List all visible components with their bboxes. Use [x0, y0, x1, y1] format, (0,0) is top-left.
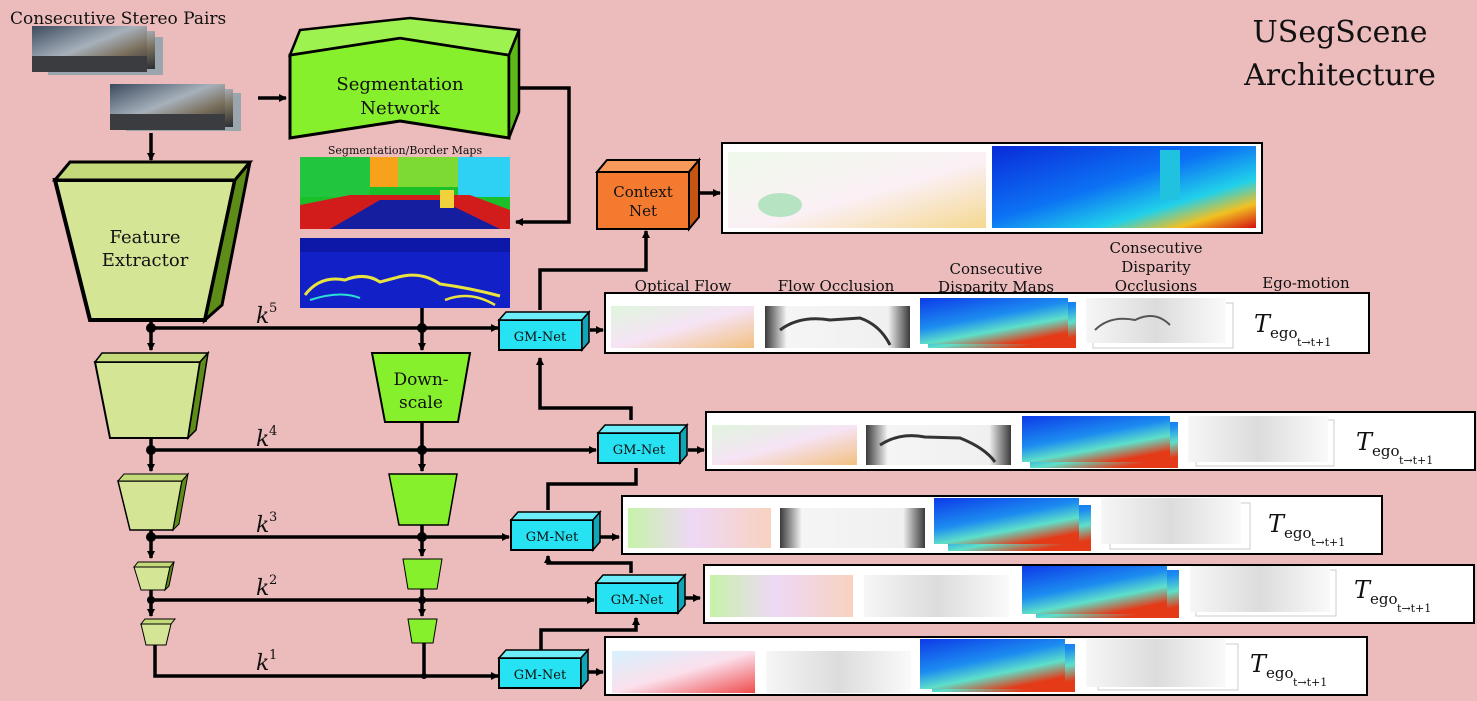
downscale-level-3 [388, 473, 458, 526]
context-net-label-1: Context [613, 183, 673, 201]
svg-text:ego: ego [1372, 442, 1400, 460]
level-k5-label: k 5 [256, 301, 277, 329]
connector-lines [147, 86, 721, 680]
header-disparity-2: Disparity Maps [938, 278, 1054, 296]
input-label: Consecutive Stereo Pairs [10, 9, 226, 29]
header-occl-2: Disparity [1121, 258, 1191, 276]
svg-text:ego: ego [1284, 524, 1312, 542]
feature-extractor-block [51, 160, 254, 325]
svg-text:k: k [256, 651, 269, 676]
svg-text:1: 1 [269, 648, 277, 663]
downscale-level-1 [407, 618, 438, 644]
header-optical-flow: Optical Flow [635, 277, 732, 295]
stereo-pair-2 [110, 84, 241, 131]
feature-level-3-block [116, 472, 190, 532]
svg-text:t→t+1: t→t+1 [1293, 676, 1327, 689]
svg-text:t→t+1: t→t+1 [1311, 536, 1345, 549]
gm-net-k1: GM-Net [497, 648, 590, 690]
feature-extractor-label-2: Extractor [102, 250, 189, 271]
output-row-k4 [705, 411, 1476, 471]
ego-label-k2: T ego t→t+1 [1354, 576, 1431, 615]
svg-text:ego: ego [1270, 324, 1298, 342]
segmentation-network-block [288, 16, 521, 140]
context-output-panel [721, 142, 1263, 234]
level-k3-label: k 3 [256, 510, 277, 538]
gm-net-k5: GM-Net [497, 310, 591, 352]
svg-text:GM-Net: GM-Net [611, 593, 664, 608]
svg-text:GM-Net: GM-Net [526, 530, 579, 545]
segmentation-label-1: Segmentation [336, 74, 464, 95]
output-row-k1 [604, 636, 1368, 696]
svg-text:GM-Net: GM-Net [514, 330, 567, 345]
feature-extractor-label-1: Feature [110, 227, 181, 248]
svg-text:4: 4 [269, 424, 277, 439]
title-line1: USegScene [1253, 15, 1428, 50]
output-row-k3 [621, 495, 1383, 555]
header-ego-motion: Ego-motion [1262, 274, 1350, 292]
svg-text:k: k [256, 513, 269, 538]
downscale-label-2: scale [399, 393, 443, 413]
svg-text:T: T [1250, 650, 1268, 678]
level-k2-label: k 2 [256, 573, 277, 601]
svg-text:T: T [1268, 510, 1286, 538]
svg-text:2: 2 [269, 573, 277, 588]
svg-text:ego: ego [1266, 664, 1294, 682]
svg-text:k: k [256, 427, 269, 452]
header-occl-3: Occlusions [1115, 277, 1197, 295]
output-row-k5 [604, 292, 1370, 354]
ego-label-k1: T ego t→t+1 [1250, 650, 1327, 689]
level-k4-label: k 4 [256, 424, 277, 452]
svg-text:t→t+1: t→t+1 [1397, 602, 1431, 615]
gm-net-k3: GM-Net [509, 510, 602, 552]
gm-net-k2: GM-Net [594, 573, 687, 615]
downscale-block [370, 352, 472, 423]
downscale-level-2 [402, 558, 443, 590]
ego-label-k4: T ego t→t+1 [1356, 428, 1433, 467]
gm-net-k4: GM-Net [596, 423, 689, 465]
seg-maps-label: Segmentation/Border Maps [328, 144, 483, 157]
segmentation-map-image [300, 157, 510, 229]
border-map-image [300, 238, 510, 308]
svg-text:t→t+1: t→t+1 [1297, 336, 1331, 349]
downscale-label-1: Down- [393, 370, 448, 390]
header-disparity-1: Consecutive [950, 260, 1043, 278]
output-row-k2 [703, 564, 1475, 624]
context-net-block [594, 157, 702, 232]
title-line2: Architecture [1243, 58, 1436, 93]
svg-text:GM-Net: GM-Net [613, 443, 666, 458]
svg-text:T: T [1254, 310, 1272, 338]
ego-label-k5: T ego t→t+1 [1254, 310, 1331, 349]
svg-text:T: T [1356, 428, 1374, 456]
svg-text:ego: ego [1370, 590, 1398, 608]
svg-text:k: k [256, 304, 269, 329]
svg-text:5: 5 [269, 301, 277, 316]
ego-label-k3: T ego t→t+1 [1268, 510, 1345, 549]
feature-level-1-block [139, 618, 177, 646]
svg-text:T: T [1354, 576, 1372, 604]
level-k1-label: k 1 [256, 648, 277, 676]
svg-text:t→t+1: t→t+1 [1399, 454, 1433, 467]
svg-text:3: 3 [269, 510, 277, 525]
feature-level-4-block [93, 350, 210, 441]
header-occl-1: Consecutive [1110, 239, 1203, 257]
header-flow-occlusion: Flow Occlusion [778, 277, 895, 295]
svg-text:k: k [256, 576, 269, 601]
context-net-label-2: Net [629, 202, 657, 220]
junction-dots [146, 323, 427, 679]
svg-text:GM-Net: GM-Net [514, 668, 567, 683]
stereo-pair-1 [32, 26, 163, 75]
feature-level-2-block [132, 561, 176, 592]
segmentation-label-2: Network [360, 98, 440, 119]
